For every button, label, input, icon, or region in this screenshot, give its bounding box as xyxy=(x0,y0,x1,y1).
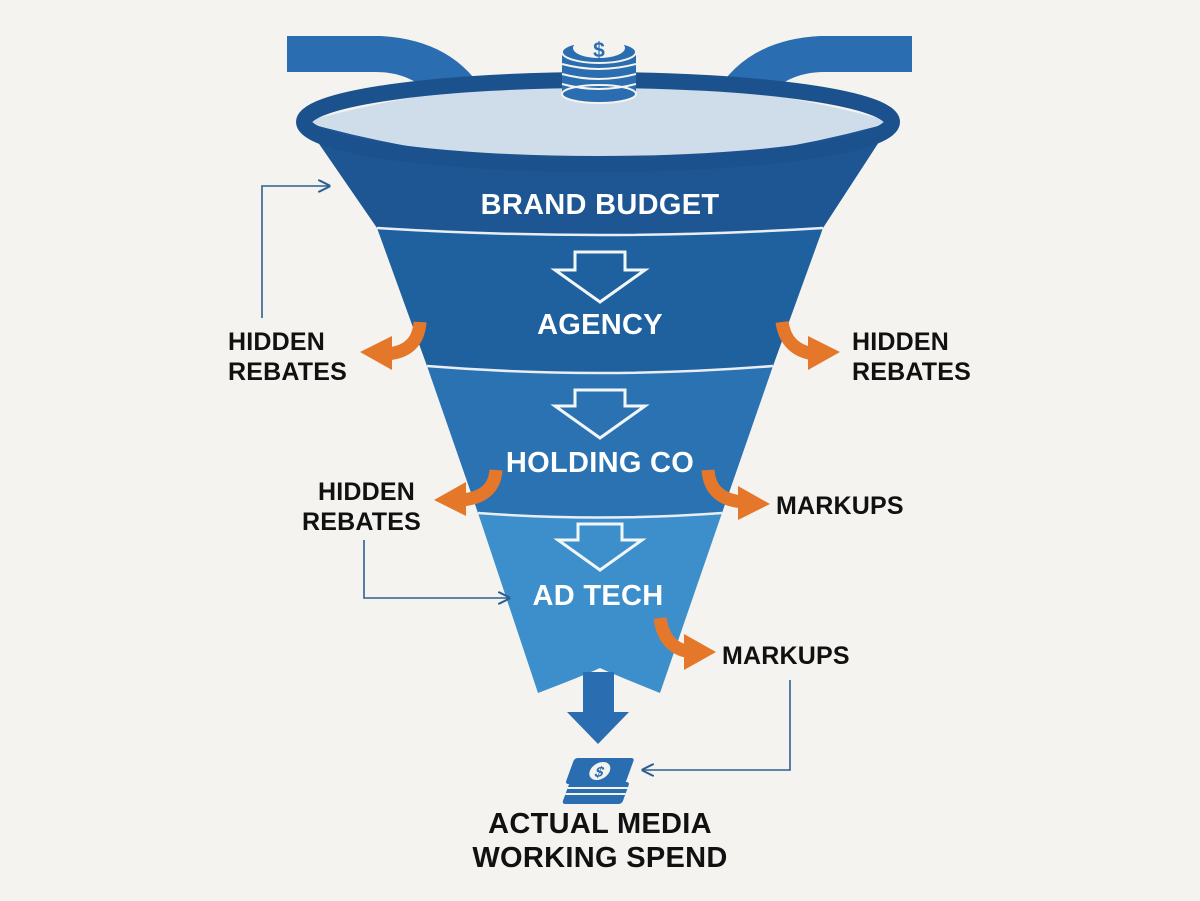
down-arrow-1 xyxy=(550,250,650,304)
leak-arrow-adtech-right xyxy=(653,616,716,670)
leak-label-adtech-right: MARKUPS xyxy=(722,642,850,670)
leak-arrow-holding-left xyxy=(434,469,503,516)
leak-label-agency-right: HIDDEN REBATES xyxy=(852,328,971,386)
svg-text:$: $ xyxy=(593,39,605,62)
connector-left-bottom xyxy=(363,540,508,598)
svg-text:HIDDEN: HIDDEN xyxy=(318,478,415,506)
leak-arrow-agency-right xyxy=(775,320,840,370)
svg-text:HIDDEN: HIDDEN xyxy=(852,328,949,356)
tier-label-ad-tech: AD TECH xyxy=(533,580,664,612)
funnel-tier-brand-budget xyxy=(304,122,892,235)
leak-label-agency-left: HIDDEN REBATES xyxy=(228,328,347,386)
svg-text:HIDDEN: HIDDEN xyxy=(228,328,325,356)
leak-arrow-agency-left xyxy=(360,321,427,370)
svg-text:REBATES: REBATES xyxy=(302,508,421,536)
leak-label-holding-right: MARKUPS xyxy=(776,492,904,520)
cash-bills-icon: $ xyxy=(562,758,634,804)
connector-right-bottom xyxy=(644,680,791,770)
leak-label-holding-left: HIDDEN REBATES xyxy=(302,478,421,536)
outcome-label-line1: ACTUAL MEDIA xyxy=(488,808,712,840)
tier-label-agency: AGENCY xyxy=(537,309,663,341)
funnel-tier-holding-co xyxy=(427,366,773,518)
funnel-tier-ad-tech xyxy=(478,513,722,693)
svg-text:REBATES: REBATES xyxy=(228,358,347,386)
tier-label-holding-co: HOLDING CO xyxy=(506,447,694,479)
tier-label-brand-budget: BRAND BUDGET xyxy=(481,189,720,221)
outcome-label-line2: WORKING SPEND xyxy=(472,842,727,874)
coin-stack-icon: $ xyxy=(561,38,637,104)
svg-text:REBATES: REBATES xyxy=(852,358,971,386)
down-arrow-3 xyxy=(553,522,647,572)
connector-left-top xyxy=(261,186,328,318)
down-arrow-2 xyxy=(550,388,650,440)
leak-arrow-holding-right xyxy=(701,469,770,520)
output-arrow xyxy=(567,672,629,744)
